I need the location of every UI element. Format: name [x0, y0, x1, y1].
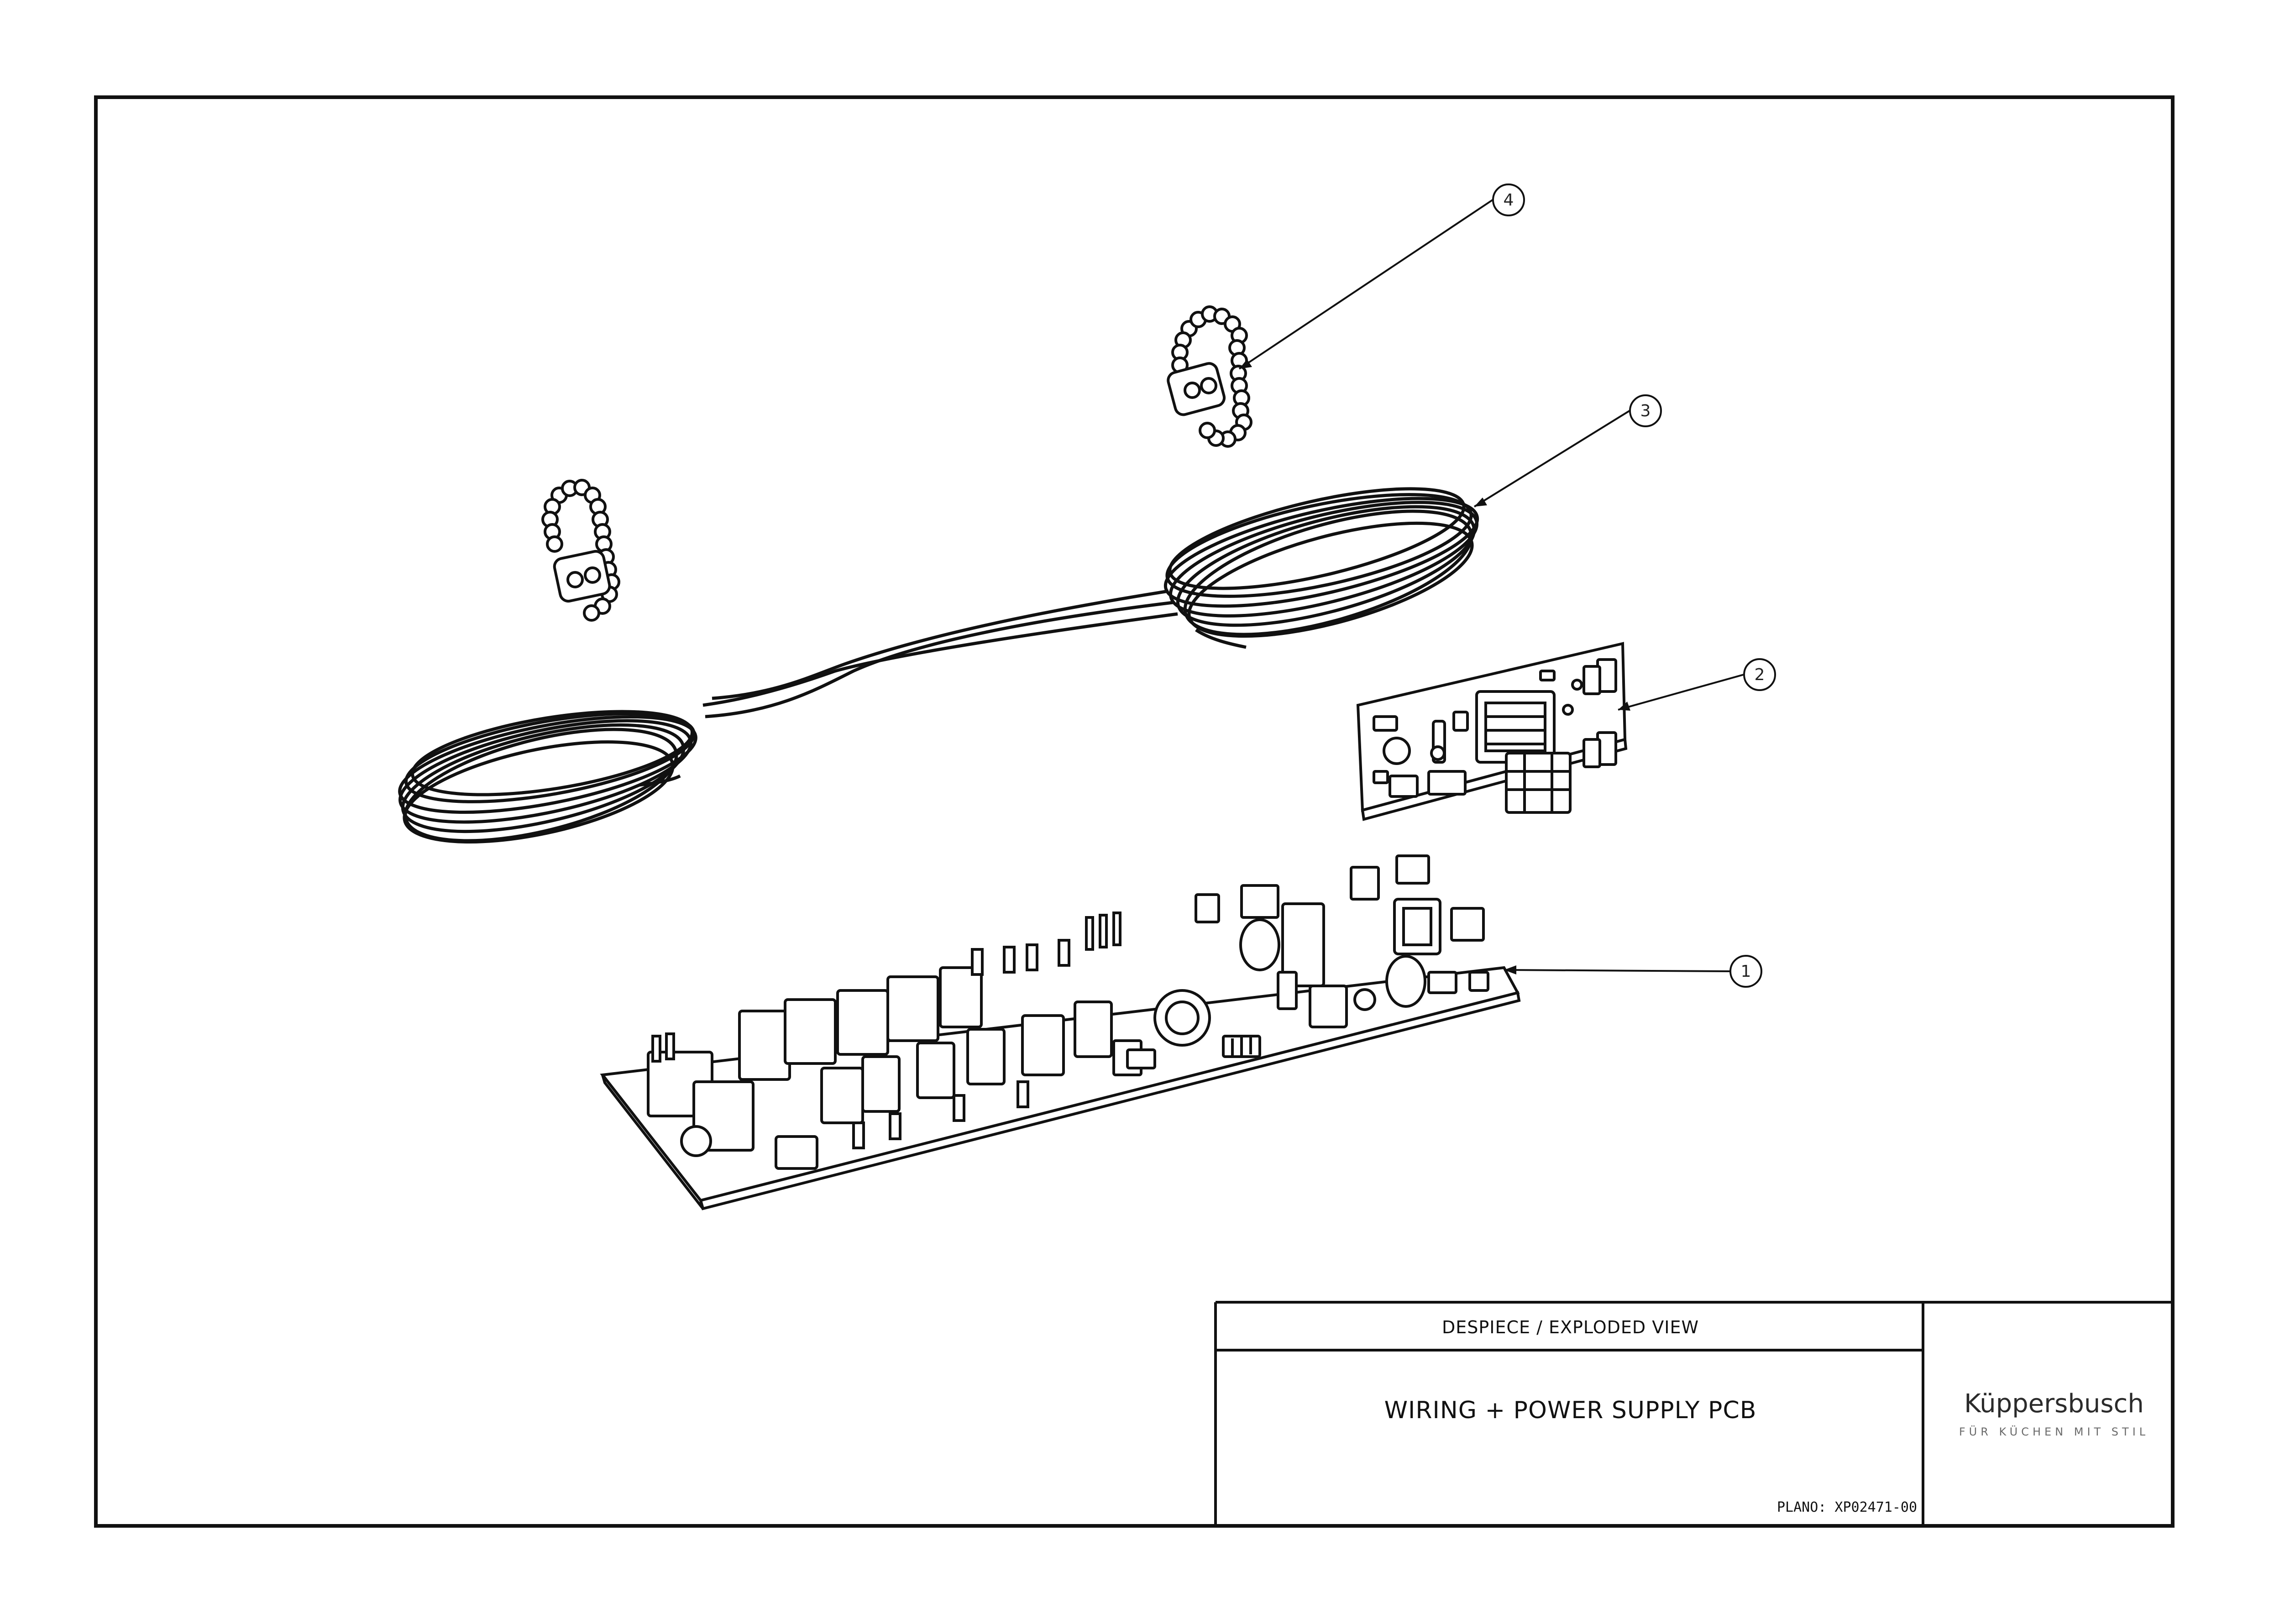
- callout-number-2: 2: [1754, 665, 1765, 684]
- callout-circle-1: [1729, 955, 1762, 988]
- power-supply-pcb: [1356, 642, 1628, 821]
- drawing-title: WIRING + POWER SUPPLY PCB: [1384, 1397, 1757, 1424]
- callout-leader-1: [1504, 969, 1730, 972]
- callout-number-3: 3: [1640, 401, 1651, 420]
- brand-tagline: FÜR KÜCHEN MIT STIL: [1959, 1425, 2149, 1438]
- callout-leader-4: [1238, 199, 1493, 370]
- bead-chain-tie-upper: [1167, 305, 1252, 448]
- callout-leaders: [1238, 183, 1776, 988]
- drawing-number: PLANO: XP02471-00: [1776, 1499, 1917, 1515]
- main-pcb: [600, 854, 1521, 1210]
- wiring-harness: [398, 487, 1479, 843]
- drawing-border: [94, 95, 2175, 1528]
- callout-circle-4: [1492, 183, 1525, 216]
- brand-logo: Küppersbusch: [1964, 1388, 2144, 1419]
- bead-chain-tie-lower: [541, 479, 620, 622]
- title-block-header: DESPIECE / EXPLODED VIEW: [1441, 1317, 1699, 1337]
- callout-number-4: 4: [1503, 190, 1514, 210]
- callout-circle-3: [1629, 394, 1662, 427]
- callout-leader-2: [1618, 674, 1744, 711]
- callout-circle-2: [1743, 658, 1776, 691]
- callout-leader-3: [1473, 410, 1630, 508]
- title-block: [1214, 1301, 2173, 1526]
- callout-number-1: 1: [1740, 962, 1751, 981]
